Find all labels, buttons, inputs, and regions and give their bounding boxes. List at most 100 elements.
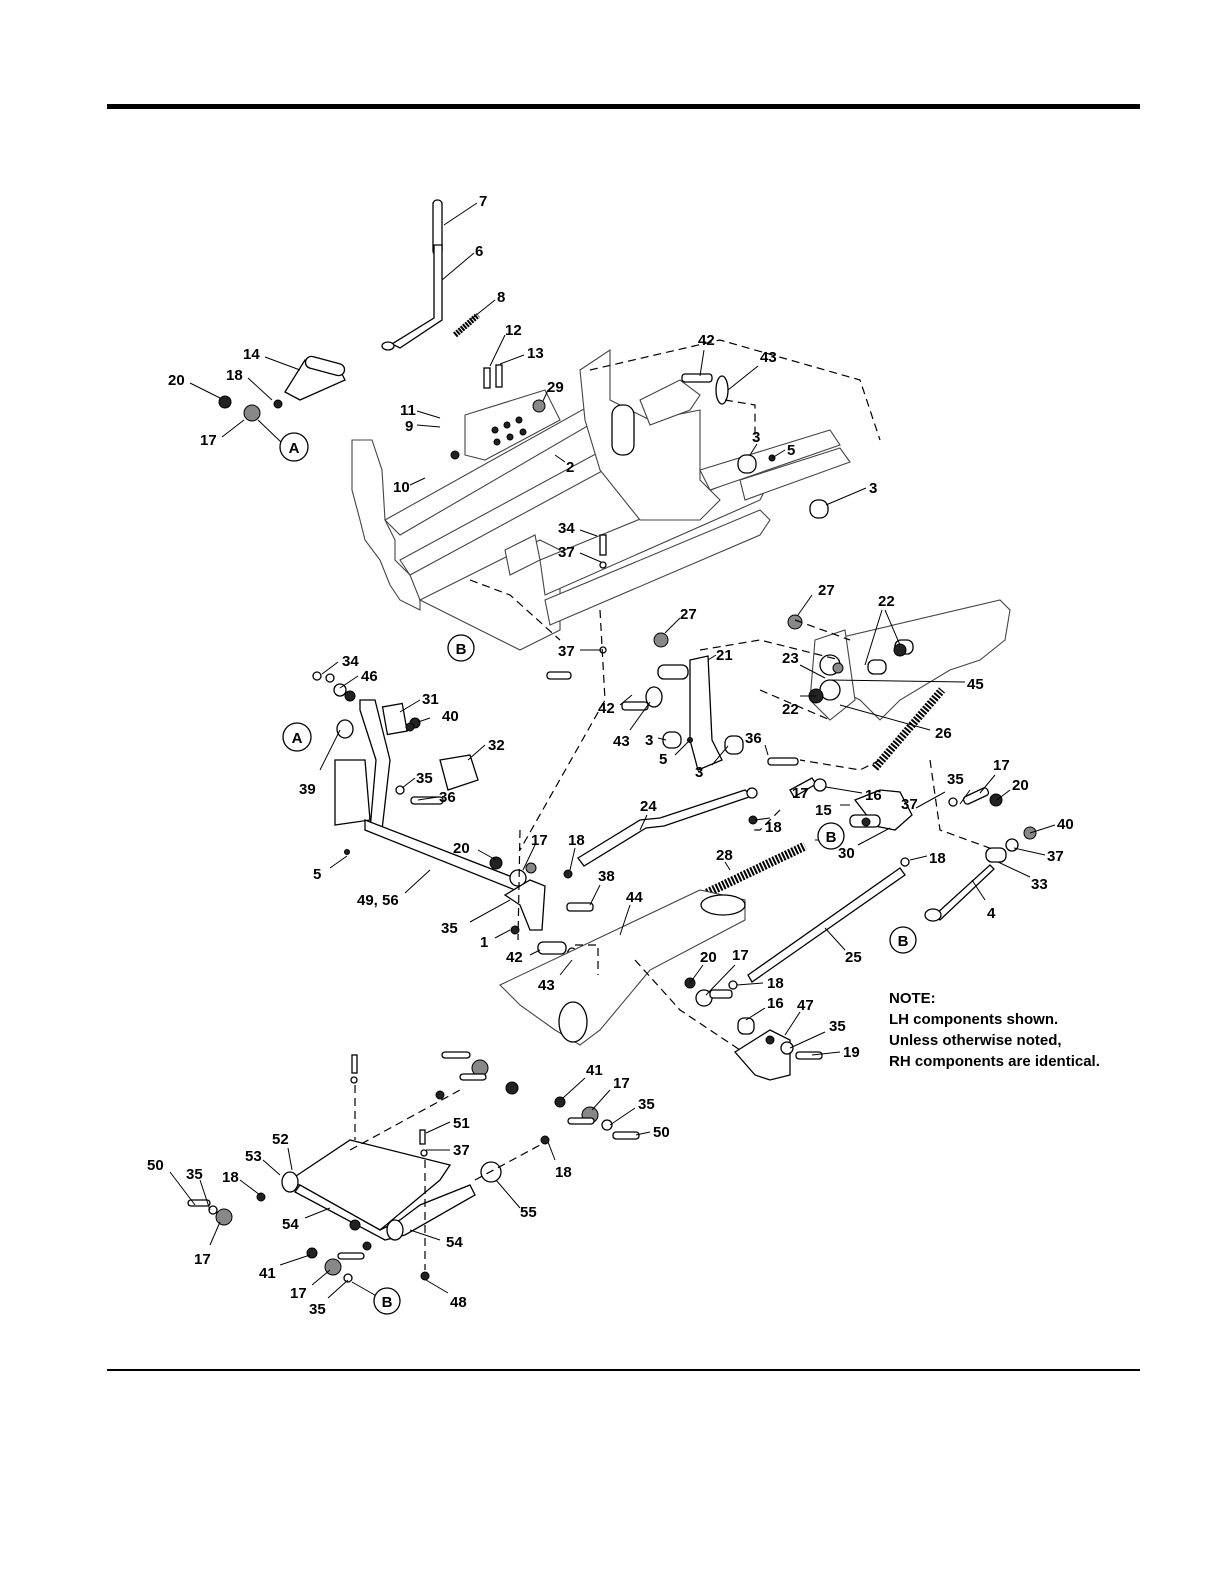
callout: 18 bbox=[568, 832, 585, 849]
callout: 48 bbox=[450, 1294, 467, 1311]
header-rule bbox=[107, 104, 1140, 109]
callout: 30 bbox=[838, 845, 855, 862]
callout: 51 bbox=[453, 1115, 470, 1132]
callout: 18 bbox=[765, 819, 782, 836]
callout: 55 bbox=[520, 1204, 537, 1221]
callout: 27 bbox=[818, 582, 835, 599]
callout: 5 bbox=[313, 866, 321, 883]
callout: 17 bbox=[290, 1285, 307, 1302]
callout: 37 bbox=[558, 544, 575, 561]
callout: 17 bbox=[194, 1251, 211, 1268]
callout: 50 bbox=[147, 1157, 164, 1174]
callout: 43 bbox=[538, 977, 555, 994]
callout: 1 bbox=[480, 934, 488, 951]
deck-lift-arm bbox=[499, 889, 746, 1046]
pedal-assembly bbox=[218, 355, 346, 422]
callout: 17 bbox=[613, 1075, 630, 1092]
callout: 15 bbox=[815, 802, 832, 819]
ref-marker-b-frame: B bbox=[447, 634, 475, 662]
callout: 17 bbox=[993, 757, 1010, 774]
callout: 3 bbox=[752, 429, 760, 446]
callout: 31 bbox=[422, 691, 439, 708]
callout: 37 bbox=[1047, 848, 1064, 865]
svg-text:B: B bbox=[898, 933, 909, 950]
callout: 4 bbox=[987, 905, 996, 922]
chassis-frame bbox=[351, 339, 881, 651]
callout: 13 bbox=[527, 345, 544, 362]
callout: 47 bbox=[797, 997, 814, 1014]
callout: 23 bbox=[782, 650, 799, 667]
callout: 53 bbox=[245, 1148, 262, 1165]
callout: 27 bbox=[680, 606, 697, 623]
callout: 9 bbox=[405, 418, 413, 435]
callout: 42 bbox=[698, 332, 715, 349]
ref-marker-b-rod: B bbox=[889, 926, 917, 954]
ref-marker-a-upper: A bbox=[279, 432, 309, 462]
callout: 18 bbox=[222, 1169, 239, 1186]
callout: 18 bbox=[929, 850, 946, 867]
note-box: NOTE: LH components shown. Unless otherw… bbox=[889, 988, 1149, 1072]
callout: 5 bbox=[787, 442, 795, 459]
callout: 6 bbox=[475, 243, 483, 260]
callout: 17 bbox=[531, 832, 548, 849]
callout: 25 bbox=[845, 949, 862, 966]
callout: 5 bbox=[659, 751, 667, 768]
callout: 35 bbox=[309, 1301, 326, 1318]
callout: 37 bbox=[558, 643, 575, 660]
callout: 37 bbox=[453, 1142, 470, 1159]
callout: 40 bbox=[442, 708, 459, 725]
svg-text:B: B bbox=[382, 1294, 393, 1311]
callout: 7 bbox=[479, 193, 487, 210]
callout: 35 bbox=[416, 770, 433, 787]
callout: 22 bbox=[782, 701, 799, 718]
note-line: RH components are identical. bbox=[889, 1053, 1100, 1070]
callout: 35 bbox=[186, 1166, 203, 1183]
note-line: Unless otherwise noted, bbox=[889, 1032, 1062, 1049]
callout: 34 bbox=[558, 520, 575, 537]
callout: 20 bbox=[453, 840, 470, 857]
callout-numbers: 7 6 8 12 13 14 20 18 17 29 11 9 10 2 42 … bbox=[147, 193, 1074, 1318]
ref-marker-a-lower: A bbox=[282, 722, 312, 752]
callout: 11 bbox=[400, 402, 416, 419]
callout: 17 bbox=[200, 432, 217, 449]
callout: 33 bbox=[1031, 876, 1048, 893]
callout: 8 bbox=[497, 289, 505, 306]
callout: 36 bbox=[745, 730, 762, 747]
callout: 16 bbox=[865, 787, 882, 804]
callout: 50 bbox=[653, 1124, 670, 1141]
callout: 42 bbox=[598, 700, 615, 717]
ref-marker-b-hanger: B bbox=[373, 1287, 401, 1315]
callout: 45 bbox=[967, 676, 984, 693]
callout: 38 bbox=[598, 868, 615, 885]
callout: 3 bbox=[645, 732, 653, 749]
callout: 54 bbox=[446, 1234, 463, 1251]
callout: 41 bbox=[586, 1062, 603, 1079]
callout: 40 bbox=[1057, 816, 1074, 833]
callout: 32 bbox=[488, 737, 505, 754]
lower-link-assembly bbox=[684, 977, 823, 1081]
callout: 39 bbox=[299, 781, 316, 798]
callout: 26 bbox=[935, 725, 952, 742]
callout: 43 bbox=[613, 733, 630, 750]
callout: 14 bbox=[243, 346, 260, 363]
callout: 20 bbox=[700, 949, 717, 966]
lift-arm-assembly bbox=[312, 671, 594, 935]
callout: 2 bbox=[566, 459, 574, 476]
linkage-rods bbox=[577, 757, 913, 983]
callout: 18 bbox=[555, 1164, 572, 1181]
callout: 44 bbox=[626, 889, 643, 906]
svg-text:B: B bbox=[456, 641, 467, 658]
callout: 35 bbox=[829, 1018, 846, 1035]
callout: 34 bbox=[342, 653, 359, 670]
callout: 24 bbox=[640, 798, 657, 815]
callout: 3 bbox=[869, 480, 877, 497]
callout: 20 bbox=[168, 372, 185, 389]
leader-lines bbox=[169, 202, 1056, 1299]
callout: 35 bbox=[947, 771, 964, 788]
svg-text:B: B bbox=[826, 829, 837, 846]
callout: 36 bbox=[439, 789, 456, 806]
callout: 21 bbox=[716, 647, 733, 664]
callout: 42 bbox=[506, 949, 523, 966]
ref-marker-b-spring: B bbox=[817, 822, 845, 850]
